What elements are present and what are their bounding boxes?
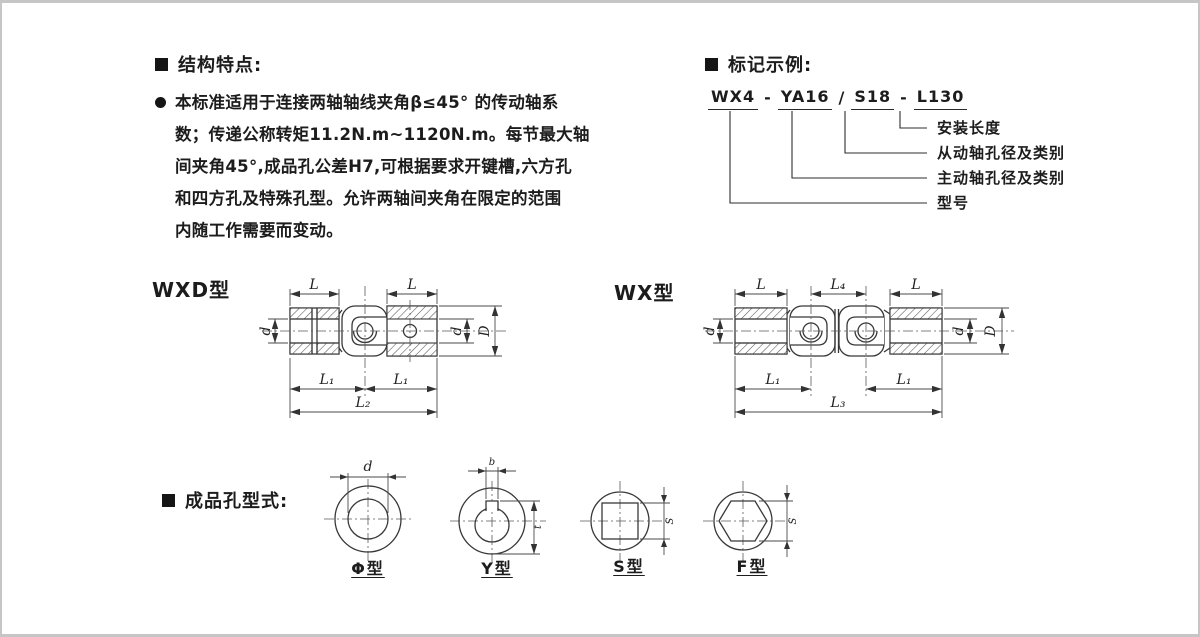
svg-text:L: L: [308, 277, 318, 293]
hole-y-dim-t: t: [496, 500, 544, 555]
hole-phi-dim-d: d: [330, 459, 406, 513]
label-drive-hole: 主动轴孔径及类别: [937, 169, 1066, 187]
wx-dim-d-right: d: [944, 318, 977, 344]
marking-heading-text: 标记示例:: [728, 55, 813, 76]
code-separator: /: [838, 88, 846, 107]
hole-s-dim: S: [640, 487, 676, 555]
holes-heading: 成品孔型式:: [162, 487, 288, 513]
wx-double-joint: [786, 305, 891, 357]
hole-s-square: [601, 502, 639, 540]
features-paragraph: 本标准适用于连接两轴轴线夹角β≤45° 的传动轴系 数；传递公称转矩11.2N.…: [155, 87, 590, 247]
wxd-dim-d-left: d: [258, 318, 288, 344]
svg-text:D: D: [477, 325, 493, 337]
wxd-dim-d-right: d: [439, 318, 474, 344]
hole-phi-diagram: d: [324, 459, 412, 561]
leader-drive-hole: [791, 111, 927, 179]
features-line: 数；传递公称转矩11.2N.m~1120N.m。每节最大轴: [175, 125, 590, 144]
svg-text:L: L: [755, 277, 765, 293]
wx-dim-L1: L₁ L₁: [734, 356, 943, 418]
wxd-dim-L1: L₁ L₁: [289, 358, 438, 418]
bullet-dot-icon: [155, 97, 166, 108]
wx-dim-L4: L₄: [811, 277, 866, 298]
wxd-dim-D-right: D: [439, 305, 502, 357]
wxd-dim-L-left: L: [289, 277, 340, 306]
hole-f-hexagon: [718, 500, 768, 542]
svg-text:d: d: [449, 326, 465, 335]
hole-s-label: S型: [613, 557, 645, 576]
label-model-no: 型号: [937, 194, 970, 212]
code-driven-shaft: S18: [851, 87, 895, 110]
wxd-dim-L-right: L: [386, 277, 438, 304]
hole-phi-label: Φ型: [351, 559, 385, 578]
svg-text:L: L: [406, 277, 416, 293]
hole-y-dim-b: b: [468, 457, 516, 499]
wxd-dim-L2: L₂: [290, 395, 437, 416]
wx-drawing: L L₄ L d d D L₁: [702, 277, 1014, 418]
holes-heading-text: 成品孔型式:: [185, 491, 289, 512]
code-model: WX4: [708, 87, 759, 110]
svg-text:L₁: L₁: [319, 372, 335, 388]
svg-text:L₄: L₄: [830, 277, 846, 293]
label-install-length: 安装长度: [937, 119, 1002, 137]
svg-text:L: L: [910, 277, 920, 293]
label-driven-hole: 从动轴孔径及类别: [937, 144, 1066, 162]
wx-dim-L-right: L: [889, 277, 943, 306]
wxd-left-sleeve: [289, 307, 340, 355]
svg-text:S: S: [665, 517, 676, 524]
leader-driven-hole: [844, 111, 927, 154]
svg-text:L₁: L₁: [896, 372, 912, 388]
designation-code: WX4 - YA16 / S18 - L130: [708, 87, 968, 110]
wx-title: WX型: [614, 281, 675, 305]
features-line: 和四方孔及特殊孔型。允许两轴间夹角在限定的范围: [175, 189, 562, 208]
svg-text:L₃: L₃: [830, 395, 846, 411]
features-text: 本标准适用于连接两轴轴线夹角β≤45° 的传动轴系 数；传递公称转矩11.2N.…: [175, 87, 590, 247]
hole-y-diagram: b t: [450, 457, 546, 563]
wx-dim-L3: L₃: [735, 395, 942, 416]
hole-f-dim: S: [759, 485, 799, 557]
code-install-length: L130: [913, 87, 968, 110]
wx-centerlines: [705, 286, 1014, 396]
code-drive-shaft: YA16: [777, 87, 833, 110]
wx-dim-D-right: D: [944, 307, 1009, 355]
features-line: 间夹角45°,成品孔公差H7,可根据要求开键槽,六方孔: [175, 157, 572, 176]
features-heading: 结构特点:: [155, 51, 262, 77]
svg-text:b: b: [489, 457, 495, 468]
code-separator: -: [764, 88, 772, 107]
code-separator: -: [900, 88, 908, 107]
features-heading-text: 结构特点:: [178, 55, 263, 76]
svg-text:d: d: [364, 459, 373, 475]
leader-model: [729, 111, 927, 204]
wxd-title: WXD型: [152, 278, 231, 302]
square-marker-icon: [705, 57, 718, 71]
hole-y-keyway: [485, 500, 499, 511]
hole-y-label: Y型: [481, 559, 513, 578]
wxd-drawing: L L d d D L₁ L₁: [258, 277, 506, 418]
svg-text:d: d: [258, 326, 274, 335]
svg-text:d: d: [702, 326, 718, 335]
leader-install-length: [899, 111, 927, 129]
svg-text:L₁: L₁: [765, 372, 781, 388]
hole-f-label: F型: [736, 557, 768, 576]
svg-text:L₁: L₁: [393, 372, 409, 388]
hole-s-diagram: S: [580, 481, 676, 561]
features-line: 内随工作需要而变动。: [175, 221, 343, 240]
svg-text:D: D: [983, 325, 999, 337]
hole-f-diagram: S: [703, 481, 799, 561]
wx-dim-d-left: d: [702, 318, 733, 344]
svg-text:L₂: L₂: [355, 395, 371, 411]
features-line: 本标准适用于连接两轴轴线夹角β≤45° 的传动轴系: [175, 93, 559, 112]
wx-dim-L-left: L: [734, 277, 788, 306]
square-marker-icon: [155, 57, 168, 71]
square-marker-icon: [162, 493, 175, 507]
designation-leader-lines: [729, 111, 927, 204]
marking-heading: 标记示例:: [705, 51, 812, 77]
svg-text:S: S: [788, 517, 799, 524]
svg-text:t: t: [533, 524, 544, 529]
svg-text:d: d: [951, 326, 967, 335]
